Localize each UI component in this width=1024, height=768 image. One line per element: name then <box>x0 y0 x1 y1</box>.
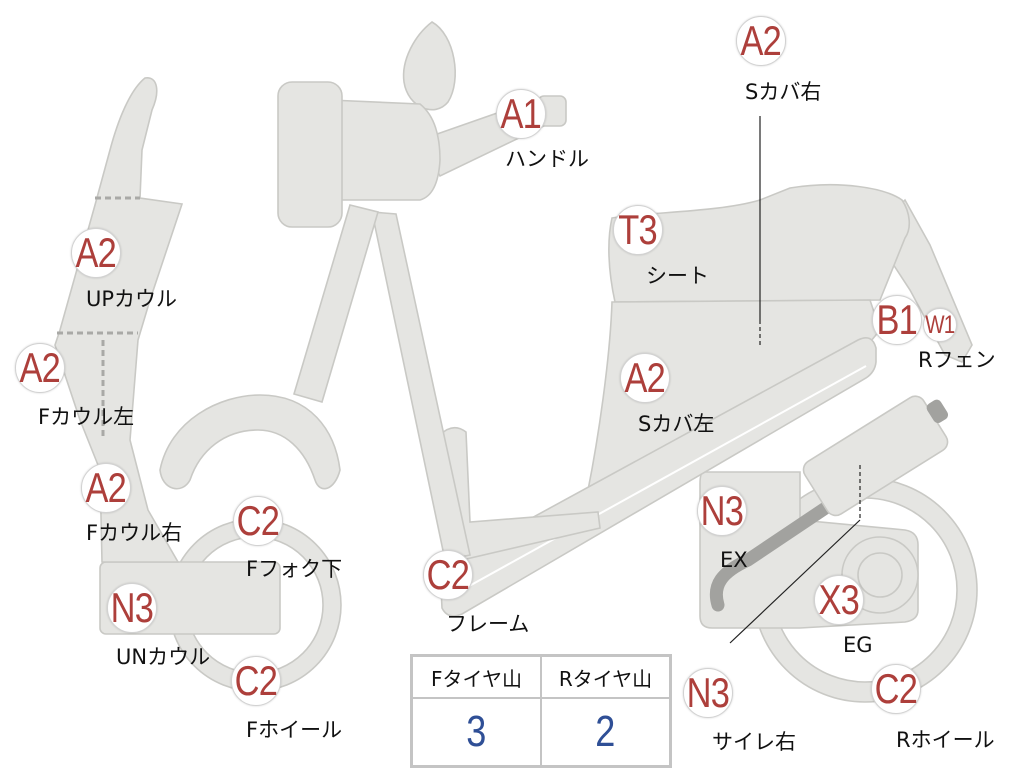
front-fork-shape <box>293 204 380 403</box>
side-cover-left-label: Sカバ左 <box>638 412 715 436</box>
rear-fender-code2-marker: W1 <box>923 308 957 342</box>
muffler-right-code-marker: N3 <box>683 668 733 718</box>
side-cover-right-code-marker: A2 <box>736 16 786 66</box>
frame-code-marker: C2 <box>423 550 473 600</box>
under-cowl-code: N3 <box>110 584 154 631</box>
tire-table-value-row: 3 2 <box>410 697 672 768</box>
front-tire-value: 3 <box>466 707 487 756</box>
rear-wheel-label: Rホイール <box>896 728 995 752</box>
seat-shape <box>608 183 911 303</box>
mirror-shape <box>402 21 456 111</box>
front-fork-lower-code: C2 <box>236 497 280 544</box>
handle-label: ハンドル <box>505 147 589 171</box>
tire-table-header-row: Fタイヤ山 Rタイヤ山 <box>410 654 672 699</box>
front-cowl-right-code: A2 <box>85 464 127 511</box>
front-cowl-left-code: A2 <box>19 344 61 391</box>
front-fender-shape <box>159 394 341 490</box>
under-cowl-code-marker: N3 <box>107 583 157 633</box>
rear-wheel-code: C2 <box>874 665 918 712</box>
cowl-section-dividers <box>57 196 140 440</box>
front-wheel-code: C2 <box>234 657 278 704</box>
front-tire-value-cell: 3 <box>410 697 542 768</box>
rear-fender-code-marker: B1 <box>872 295 922 345</box>
rear-fender-code: B1 <box>876 296 918 343</box>
rear-tire-value-cell: 2 <box>540 697 672 768</box>
exhaust-pipe-shape <box>709 498 837 612</box>
front-wheel-label: Fホイール <box>246 718 343 742</box>
front-cowl-left-code-marker: A2 <box>15 343 65 393</box>
down-tube-shape <box>370 211 471 561</box>
front-cowl-right-code-marker: A2 <box>81 463 131 513</box>
seat-code-marker: T3 <box>613 205 663 255</box>
rear-fender-label: Rフェン <box>918 348 996 372</box>
exhaust-label: EX <box>720 548 748 572</box>
side-cover-right-code: A2 <box>740 17 782 64</box>
rear-fender-code2: W1 <box>925 310 955 339</box>
rear-wheel-code-marker: C2 <box>871 664 921 714</box>
front-cowl-shape <box>54 77 184 563</box>
front-cowl-right-label: Fカウル右 <box>86 521 183 545</box>
frame-label: フレーム <box>446 612 530 636</box>
upper-cowl-code: A2 <box>75 229 117 276</box>
frame-code: C2 <box>426 551 470 598</box>
handle-cover-shape <box>329 99 441 201</box>
muffler-right-label: サイレ右 <box>712 730 796 754</box>
front-tire-header: Fタイヤ山 <box>410 654 542 699</box>
front-wheel-code-marker: C2 <box>231 656 281 706</box>
front-cowl-left-label: Fカウル左 <box>38 405 135 429</box>
side-cover-left-code-marker: A2 <box>620 353 670 403</box>
muffler-right-leader <box>729 465 861 644</box>
side-cover-right-label: Sカバ右 <box>745 80 822 104</box>
handle-code-marker: A1 <box>496 89 546 139</box>
front-fork-lower-code-marker: C2 <box>233 496 283 546</box>
front-fork-lower-label: Fフォク下 <box>246 557 343 581</box>
tire-tread-table: Fタイヤ山 Rタイヤ山 3 2 <box>410 654 672 768</box>
engine-code-marker: X3 <box>814 575 864 625</box>
handle-code: A1 <box>500 90 542 137</box>
side-cover-left-code: A2 <box>624 354 666 401</box>
under-cowl-label: UNカウル <box>116 645 211 669</box>
engine-label: EG <box>843 633 873 657</box>
muffler-right-code: N3 <box>686 669 730 716</box>
frame-shape <box>439 337 877 617</box>
seat-label: シート <box>646 264 709 288</box>
exhaust-code-marker: N3 <box>697 486 747 536</box>
headlight-shape <box>277 81 343 228</box>
upper-cowl-code-marker: A2 <box>71 228 121 278</box>
exhaust-code: N3 <box>700 487 744 534</box>
upper-cowl-label: UPカウル <box>86 287 178 311</box>
muffler-shape <box>802 395 949 517</box>
seat-code: T3 <box>618 206 658 253</box>
engine-code: X3 <box>818 576 860 623</box>
floor-shape <box>439 426 601 561</box>
rear-tire-value: 2 <box>595 707 616 756</box>
rear-tire-header: Rタイヤ山 <box>540 654 672 699</box>
